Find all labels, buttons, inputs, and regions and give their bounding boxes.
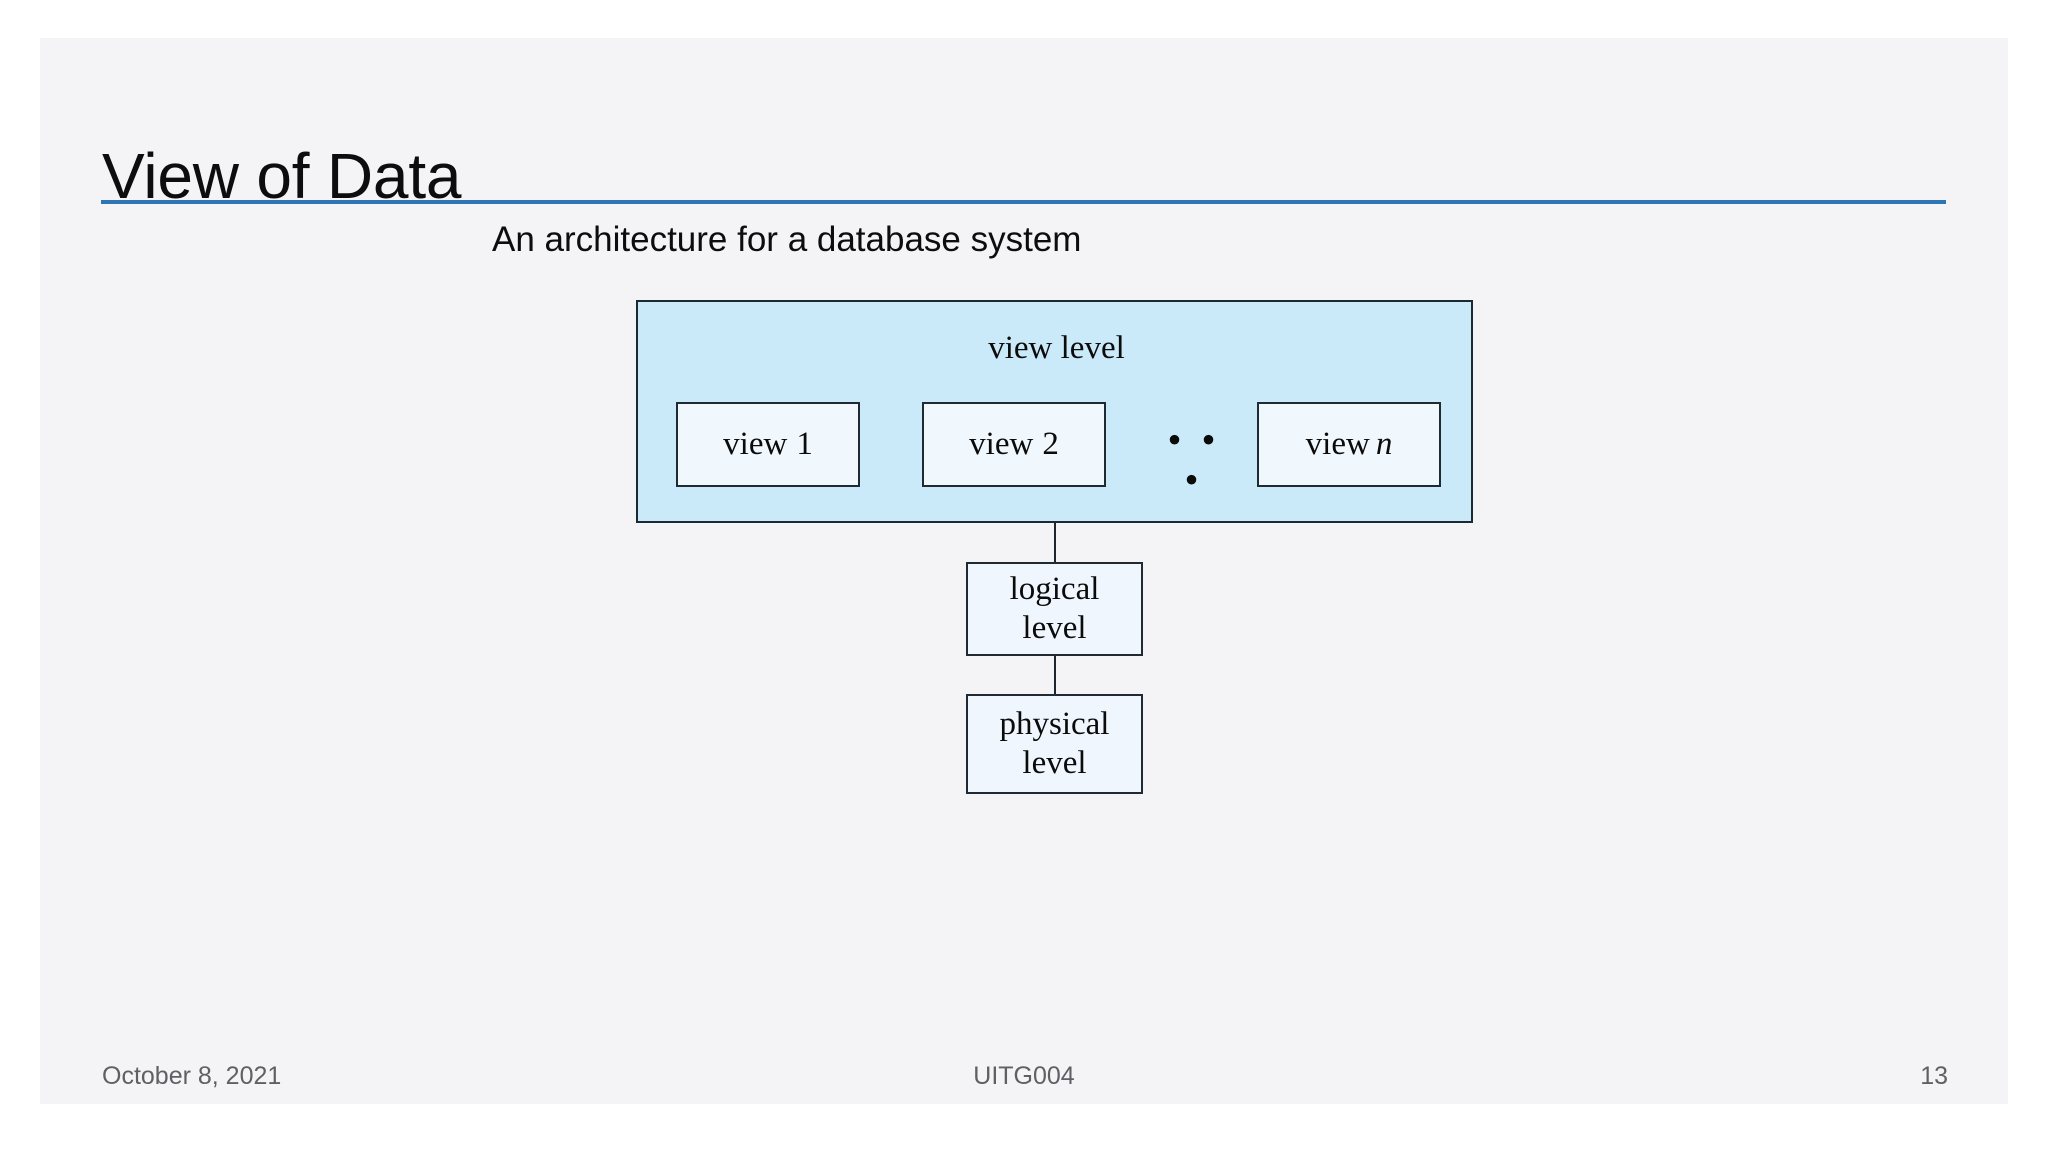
view-boxes-row: view 1 view 2 • • • view n: [638, 402, 1475, 500]
view-level-label: view level: [988, 330, 1125, 366]
logical-level-box: logical level: [966, 562, 1143, 656]
view-box-2-prefix: view: [969, 426, 1034, 462]
footer-course-code: UITG004: [973, 1062, 1075, 1090]
physical-level-line2: level: [1022, 745, 1087, 781]
footer-page-number: 13: [1920, 1062, 1948, 1090]
view-level-container: view level view 1 view 2 • • • view n: [636, 300, 1473, 523]
slide-surface: View of Data An architecture for a datab…: [40, 38, 2008, 1104]
footer-date: October 8, 2021: [102, 1062, 282, 1090]
view-box-1: view 1: [676, 402, 860, 487]
physical-level-box: physical level: [966, 694, 1143, 794]
slide-subtitle: An architecture for a database system: [492, 220, 1082, 259]
logical-level-line1: logical: [1009, 571, 1100, 608]
view-box-1-index: 1: [796, 426, 813, 462]
logical-level-line2: level: [1022, 610, 1087, 646]
view-box-n-index: n: [1375, 426, 1393, 462]
page-title: View of Data: [102, 139, 462, 212]
view-box-n: view n: [1257, 402, 1441, 487]
physical-level-line1: physical: [999, 706, 1110, 743]
view-box-1-prefix: view: [723, 426, 788, 462]
view-box-2: view 2: [922, 402, 1106, 487]
view-box-2-index: 2: [1042, 426, 1059, 462]
view-box-n-prefix: view: [1305, 426, 1370, 462]
ellipsis-icon: • • •: [1167, 417, 1221, 502]
connector-logical-to-physical: [1054, 656, 1056, 694]
architecture-diagram: view level view 1 view 2 • • • view n: [40, 38, 2008, 1104]
title-underline-rule: [101, 200, 1946, 204]
connector-view-to-logical: [1054, 523, 1056, 562]
